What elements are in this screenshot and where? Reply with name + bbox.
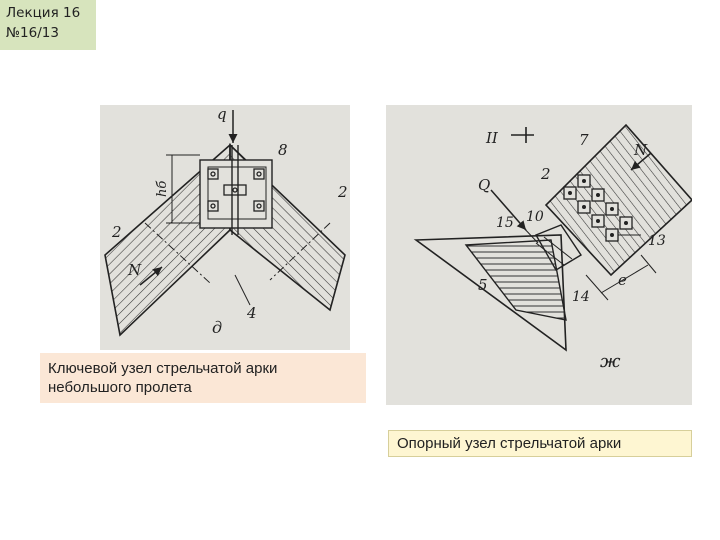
- crown-node-drawing: q hб 8 2 2 N 4 д: [100, 105, 350, 350]
- label-8: 8: [278, 141, 288, 159]
- label-hb: hб: [155, 181, 170, 197]
- label-e: e: [618, 271, 627, 289]
- support-node-caption: Опорный узел стрельчатой арки: [388, 430, 692, 457]
- abutment-hatched: [464, 239, 567, 321]
- label-2: 2: [540, 165, 551, 183]
- support-node-svg: II 7 N 2 Q 15 10 13 e 5 14 ж: [413, 123, 692, 372]
- crown-plate: [199, 159, 273, 229]
- crown-node-caption: Ключевой узел стрельчатой арки небольшог…: [40, 353, 366, 403]
- label-2-left: 2: [111, 223, 122, 241]
- label-N: N: [127, 261, 142, 279]
- label-Q: Q: [478, 176, 490, 194]
- label-10: 10: [526, 209, 544, 225]
- label-13: 13: [648, 233, 666, 249]
- label-7: 7: [579, 131, 589, 149]
- label-q: q: [217, 105, 227, 123]
- lecture-badge: Лекция 16 №16/13: [0, 0, 96, 50]
- label-d: д: [212, 318, 222, 337]
- crown-node-svg: q hб 8 2 2 N 4 д: [104, 105, 348, 337]
- label-15: 15: [496, 215, 514, 231]
- lecture-number: №16/13: [6, 25, 59, 41]
- label-4: 4: [246, 304, 257, 322]
- bolts: [207, 168, 265, 212]
- label-N: N: [633, 141, 648, 159]
- label-14: 14: [572, 289, 590, 305]
- support-node-drawing: II 7 N 2 Q 15 10 13 e 5 14 ж: [386, 105, 692, 405]
- lecture-title: Лекция 16: [6, 5, 81, 21]
- abutment-outline: [413, 234, 567, 352]
- label-5: 5: [478, 276, 488, 294]
- label-section-II: II: [485, 129, 499, 147]
- arch-member: [544, 123, 692, 277]
- label-2-right: 2: [337, 183, 348, 201]
- label-zh: ж: [600, 351, 621, 372]
